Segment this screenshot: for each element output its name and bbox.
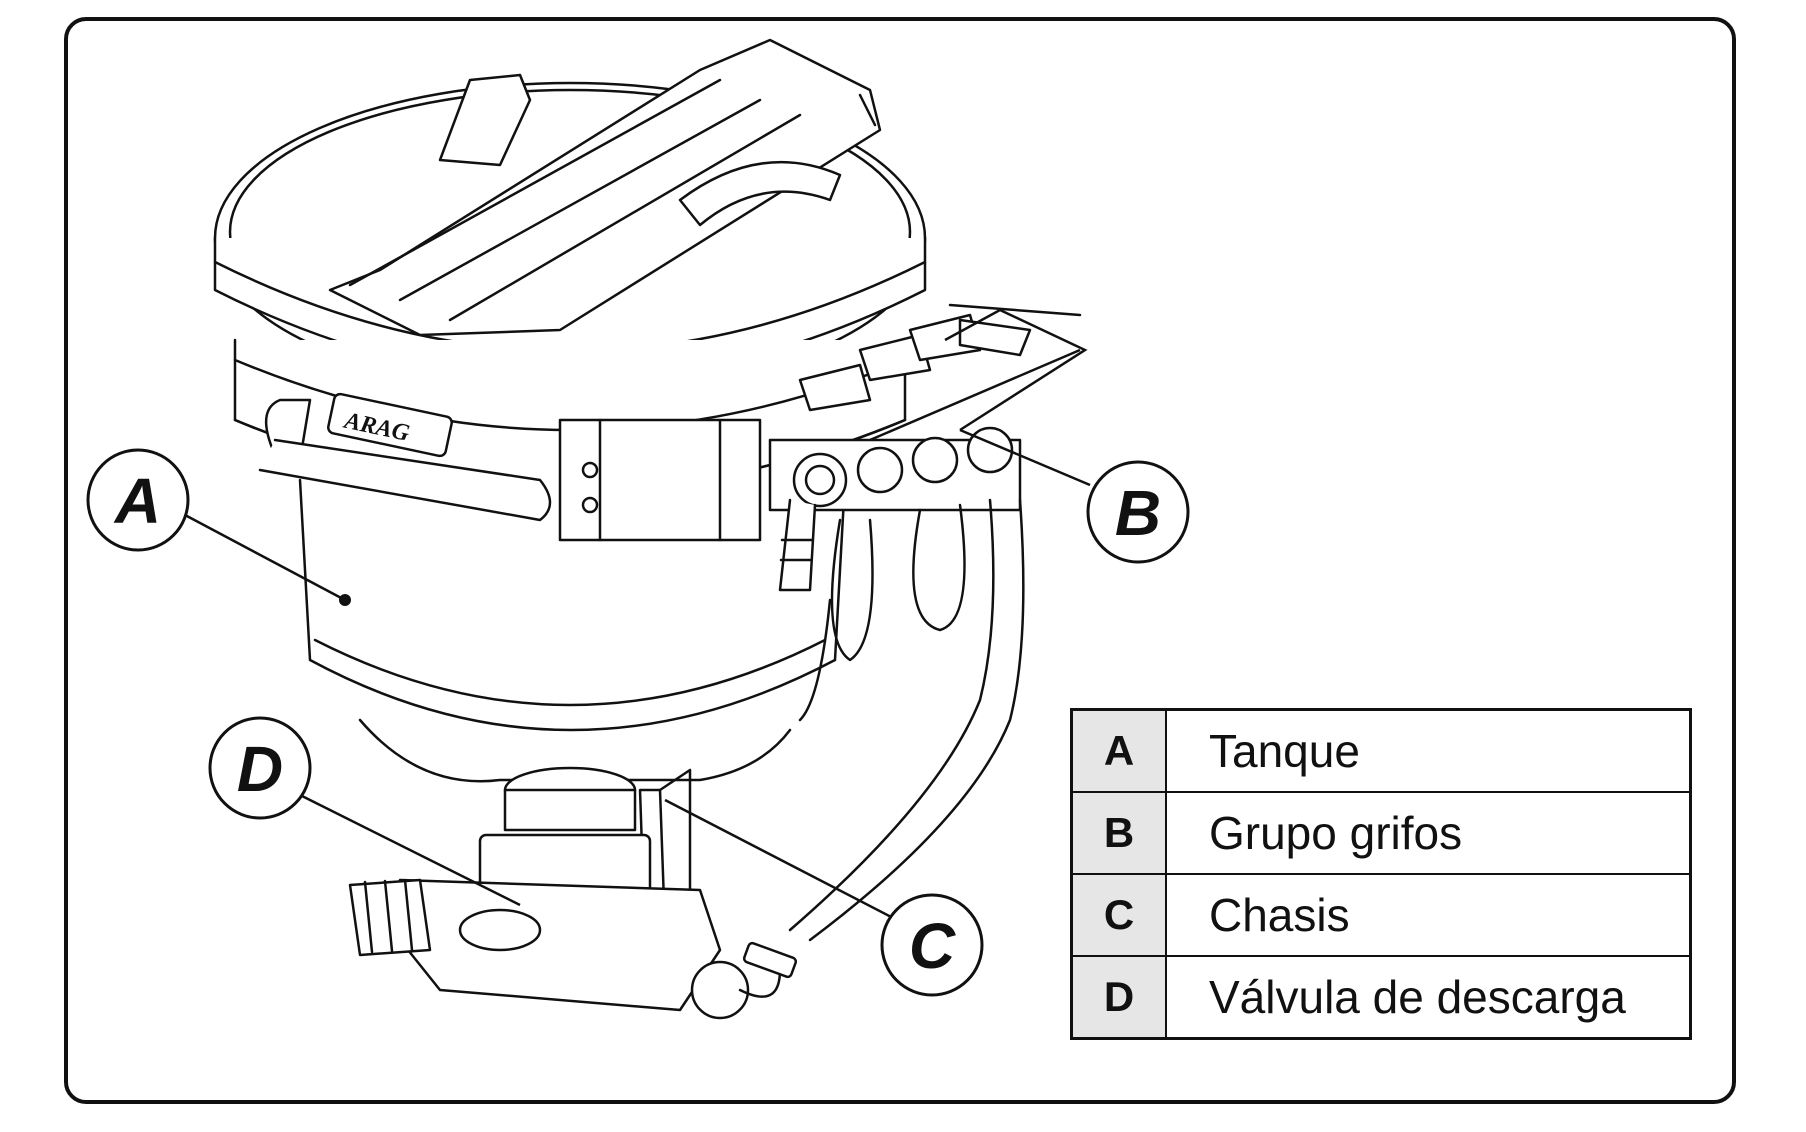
- legend-row: C Chasis: [1070, 873, 1692, 957]
- callout-d: D: [208, 716, 312, 820]
- legend-key: C: [1070, 873, 1167, 957]
- legend-key: B: [1070, 791, 1167, 875]
- callout-c: C: [880, 893, 984, 997]
- callout-c-letter: C: [909, 910, 956, 982]
- legend-label: Válvula de descarga: [1165, 955, 1692, 1040]
- callout-a: A: [86, 448, 190, 552]
- legend-row: B Grupo grifos: [1070, 791, 1692, 875]
- legend-key: A: [1070, 708, 1167, 793]
- legend-label: Chasis: [1165, 873, 1692, 957]
- legend-key: D: [1070, 955, 1167, 1040]
- callout-d-letter: D: [237, 733, 283, 805]
- diagram-frame: [64, 17, 1736, 1104]
- legend-table: A Tanque B Grupo grifos C Chasis D Válvu…: [1070, 708, 1692, 1040]
- legend-label: Grupo grifos: [1165, 791, 1692, 875]
- legend-label: Tanque: [1165, 708, 1692, 793]
- legend-row: D Válvula de descarga: [1070, 955, 1692, 1040]
- callout-b-letter: B: [1115, 477, 1161, 549]
- discharge-valve: [348, 766, 798, 1020]
- callout-a-letter: A: [113, 465, 161, 537]
- valve-group: [768, 303, 1082, 942]
- tank-lid: [213, 38, 927, 395]
- tank-body: [233, 338, 907, 783]
- legend-row: A Tanque: [1070, 708, 1692, 793]
- callout-b: B: [1086, 460, 1190, 564]
- callout-leaders: [184, 308, 1091, 922]
- callout-a-dot: [339, 594, 351, 606]
